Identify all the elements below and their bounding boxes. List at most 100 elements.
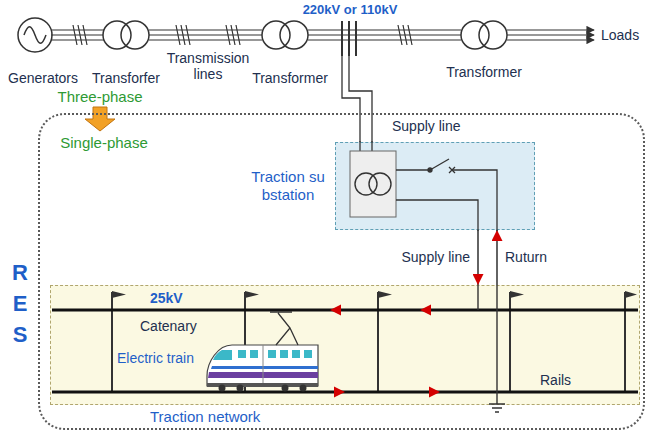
pole-bracket (378, 291, 392, 298)
pole-bracket (625, 291, 637, 298)
electric-train (304, 350, 312, 358)
current-arrow (334, 387, 345, 398)
three-phase-line (398, 25, 412, 45)
supply-wire (342, 56, 372, 142)
generator-symbol (24, 27, 46, 44)
voltage-label: 220kV or 110kV (303, 3, 398, 18)
three-phase-line (149, 30, 262, 40)
electric-train (207, 312, 318, 392)
generator-symbol (18, 18, 52, 52)
feeder-connector (477, 230, 478, 285)
supply-wire (349, 56, 372, 142)
switch-symbol (430, 159, 449, 170)
switch-symbol (428, 168, 432, 172)
three-phase-line (51, 30, 104, 40)
voltage-label: 25kV (150, 290, 183, 306)
wire-label: Supply line (392, 118, 461, 134)
supply-wire (360, 141, 372, 151)
transformer-symbol (280, 21, 308, 49)
transformer-symbol (262, 21, 290, 49)
switch-symbol (396, 159, 497, 231)
transformer-symbol (479, 21, 507, 49)
part-name: Electric train (117, 350, 194, 366)
electric-train (211, 366, 318, 369)
three-phase-line (507, 29, 594, 30)
part-name: Rails (540, 372, 571, 388)
part-name: Transforfer (92, 70, 160, 86)
three-phase-line (73, 25, 87, 45)
part-name: Catenary (140, 318, 197, 334)
pole-bracket (245, 291, 259, 298)
pole-bracket (112, 291, 126, 298)
conversion-arrow (85, 107, 115, 131)
wire-label: Supply line (400, 249, 473, 265)
transformer-symbol (355, 173, 377, 195)
electric-train (207, 345, 318, 386)
feeder-wire (478, 285, 497, 404)
traction-substation-box: Traction substation (335, 142, 535, 230)
transformer-symbol (103, 21, 131, 49)
transformer-symbol (121, 21, 149, 49)
electric-train (213, 350, 232, 360)
current-arrow (420, 305, 431, 316)
electric-train (238, 350, 246, 358)
electric-train (300, 385, 307, 392)
transformer-symbol (461, 21, 489, 49)
three-phase-line (308, 30, 461, 40)
region-heading: R E S (9, 258, 31, 350)
transformer-symbol (103, 21, 507, 49)
current-arrow (330, 305, 440, 398)
part-name: Generators (8, 70, 78, 86)
electric-train (270, 312, 298, 345)
catenary-pole (112, 292, 625, 392)
transformer-symbol (350, 151, 396, 217)
three-phase-line (226, 25, 240, 45)
busbar (342, 21, 356, 56)
catenary-pole (112, 292, 625, 392)
electric-train (263, 345, 264, 386)
electric-train (219, 385, 226, 392)
three-phase-line (176, 25, 190, 45)
electric-train (268, 350, 276, 358)
electric-train (292, 350, 300, 358)
three-phase-line (507, 39, 594, 40)
feeder-connector (496, 230, 497, 285)
box-heading: Traction substation (248, 168, 328, 204)
supply-wire (360, 141, 372, 151)
part-name: Transformer (252, 70, 328, 86)
phase-label: Single-phase (60, 134, 148, 151)
electric-train (280, 350, 288, 358)
supply-wire (396, 200, 478, 231)
catenary-wire (52, 309, 638, 312)
current-arrow (429, 387, 440, 398)
supply-wire (396, 200, 478, 231)
pole-bracket (112, 291, 637, 298)
conversion-arrow (85, 107, 115, 131)
generator-symbol (18, 18, 52, 52)
current-arrow (330, 305, 341, 316)
catenary-wire (52, 309, 638, 312)
box-heading: Traction network (150, 408, 260, 425)
wire-label: Ruturn (503, 249, 549, 265)
busbar (342, 21, 356, 56)
part-name: Loads (601, 27, 639, 43)
electric-train (250, 350, 258, 358)
electric-train (282, 385, 289, 392)
transformer-symbol (350, 151, 396, 217)
part-name: Transmission lines (158, 50, 258, 82)
feeder-wire (477, 285, 478, 310)
ground-symbol (489, 404, 505, 412)
phase-label: Three-phase (57, 88, 142, 105)
electric-train (237, 385, 244, 392)
feeder-wire (496, 285, 497, 404)
transformer-symbol (369, 173, 391, 195)
three-phase-line (51, 25, 594, 45)
three-phase-line (507, 34, 594, 35)
switch-symbol (396, 169, 430, 170)
supply-wire (342, 56, 360, 142)
part-name: Transformer (446, 64, 522, 80)
pole-bracket (510, 291, 524, 298)
ground-symbol (489, 404, 505, 412)
